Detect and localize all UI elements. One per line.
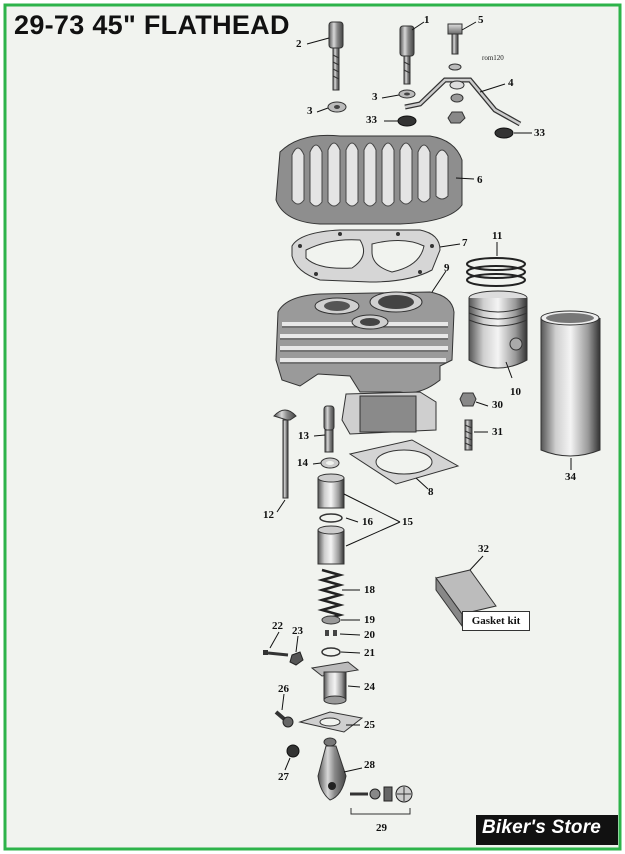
part-base-gasket-8 <box>348 439 460 485</box>
part-piston-10 <box>468 290 528 369</box>
callout-3b: 3 <box>372 91 378 103</box>
part-tappet-28 <box>317 737 347 801</box>
part-sleeve-34 <box>540 310 601 457</box>
leader-lines <box>269 21 572 773</box>
callout-22: 22 <box>272 620 283 632</box>
callout-30: 30 <box>492 399 503 411</box>
part-screw-26 <box>274 710 294 728</box>
diagram-title: 29-73 45" FLATHEAD <box>14 10 290 40</box>
gasket-kit-label: Gasket kit <box>462 611 530 631</box>
callout-8: 8 <box>428 486 434 498</box>
callout-19: 19 <box>364 614 375 626</box>
part-bracket-4 <box>404 77 522 127</box>
callout-31: 31 <box>492 426 503 438</box>
callout-13: 13 <box>298 430 309 442</box>
brand-badge <box>476 815 618 845</box>
callout-10: 10 <box>510 386 521 398</box>
part-nut-33b <box>494 127 514 139</box>
callout-21: 21 <box>364 647 375 659</box>
callout-1: 1 <box>424 14 430 26</box>
callout-4: 4 <box>508 77 514 89</box>
callout-20: 20 <box>364 629 375 641</box>
part-bolt-5 <box>447 23 463 71</box>
callout-14: 14 <box>297 457 308 469</box>
callout-32: 32 <box>478 543 489 555</box>
brand-watermark: Biker's Store <box>482 817 602 838</box>
callout-6: 6 <box>477 174 483 186</box>
part-valve-guide-13 <box>323 405 335 453</box>
part-valve-spring-18 <box>317 568 345 622</box>
callout-24: 24 <box>364 681 375 693</box>
callout-34: 34 <box>565 471 576 483</box>
callout-12: 12 <box>263 509 274 521</box>
part-head-gasket-7 <box>291 229 441 283</box>
callout-29: 29 <box>376 822 387 834</box>
part-nut-23 <box>289 651 304 666</box>
callout-33a: 33 <box>366 114 377 126</box>
drawing-code: rom120 <box>482 54 504 62</box>
part-screw-22 <box>263 650 289 657</box>
callout-28: 28 <box>364 759 375 771</box>
callout-33b: 33 <box>534 127 545 139</box>
part-stud-31 <box>464 419 473 451</box>
callout-7: 7 <box>462 237 468 249</box>
part-roller-kit-29 <box>350 785 413 815</box>
callout-25: 25 <box>364 719 375 731</box>
part-valve-12 <box>273 409 297 499</box>
callout-26: 26 <box>278 683 289 695</box>
part-tappet-guide-16 <box>317 473 345 565</box>
callout-27: 27 <box>278 771 289 783</box>
part-seal-21 <box>321 647 341 657</box>
callout-3a: 3 <box>307 105 313 117</box>
callout-5: 5 <box>478 14 484 26</box>
part-nut-30 <box>459 392 477 407</box>
part-nut-33a <box>397 115 417 127</box>
callout-18: 18 <box>364 584 375 596</box>
part-keys-20 <box>325 630 337 636</box>
callout-15: 15 <box>402 516 413 528</box>
part-cylinder-9 <box>275 291 455 435</box>
callout-2: 2 <box>296 38 302 50</box>
callout-16: 16 <box>362 516 373 528</box>
part-cylinder-head-6 <box>275 134 463 225</box>
callout-11: 11 <box>492 230 503 242</box>
part-stud-2 <box>328 21 344 91</box>
callout-23: 23 <box>292 625 303 637</box>
part-stud-1 <box>399 25 415 85</box>
part-piston-rings-11 <box>466 257 526 287</box>
callout-9: 9 <box>444 262 450 274</box>
part-nut-27 <box>286 744 300 758</box>
part-gasket-25 <box>298 711 364 733</box>
part-tappet-24 <box>310 661 360 705</box>
part-spring-collar-19 <box>321 615 341 625</box>
